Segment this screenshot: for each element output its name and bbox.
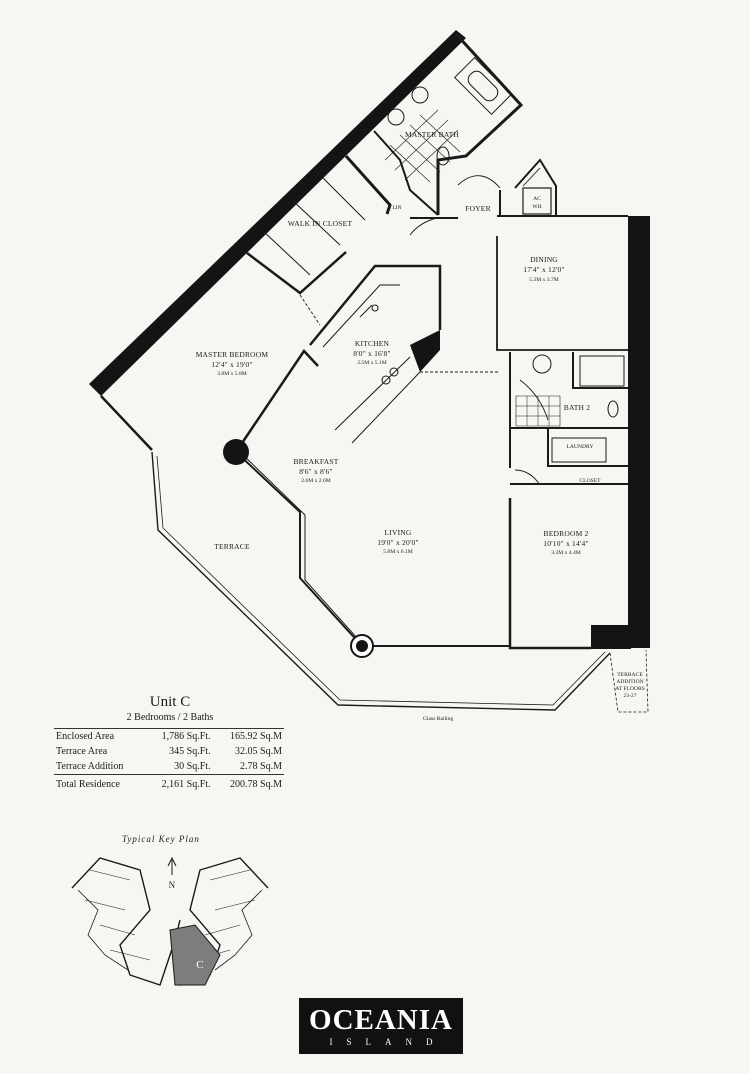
kitchen-metric: 2.5M x 5.1M [357, 360, 387, 366]
ac-wh-closet [522, 187, 552, 215]
table-row: Enclosed Area 1,786 Sq.Ft. 165.92 Sq.M [54, 728, 284, 744]
area-sqft: 30 Sq.Ft. [174, 761, 211, 772]
area-label: Terrace Addition [56, 761, 124, 772]
columns [223, 439, 374, 658]
area-table: Enclosed Area 1,786 Sq.Ft. 165.92 Sq.M T… [54, 728, 284, 792]
area-sqm: 32.05 Sq.M [235, 746, 282, 757]
area-sqft: 1,786 Sq.Ft. [145, 728, 213, 744]
living-dimensions: 19'0" x 20'0" [377, 538, 418, 547]
area-sqm: 165.92 Sq.M [212, 728, 284, 744]
terrace-addition-line-2: ADDITION [616, 679, 643, 685]
kitchen-label: KITCHEN [355, 339, 390, 348]
table-row: Terrace Area 345 Sq.Ft. 32.05 Sq.M [54, 744, 284, 759]
total-sqm: 200.78 Sq.M [212, 774, 284, 792]
oceania-island-logo: OCEANIA ISLAND [299, 998, 463, 1054]
breakfast-metric: 2.6M x 2.6M [301, 478, 331, 484]
glass-railing-label: Glass Railing [423, 716, 454, 722]
walk-in-closet-label: WALK IN CLOSET [288, 219, 353, 228]
total-sqft: 2,161 Sq.Ft. [145, 774, 213, 792]
terrace-railing [151, 451, 649, 713]
unit-subtitle: 2 Bedrooms / 2 Baths [126, 712, 214, 723]
door-swings [299, 167, 549, 486]
key-plan-north-label: N [169, 880, 176, 890]
exterior-walls [89, 30, 650, 649]
breakfast-dimensions: 8'6" x 8'6" [299, 467, 333, 476]
kitchen-dimensions: 8'0" x 16'8" [353, 349, 390, 358]
linen-label: LIN [392, 205, 401, 211]
key-plan-unit-marker: C [196, 959, 204, 971]
bedroom-2-dimensions: 10'10" x 14'4" [543, 539, 588, 548]
bedroom-2-label: BEDROOM 2 [544, 529, 589, 538]
logo-main-text: OCEANIA [309, 1004, 453, 1036]
area-label: Enclosed Area [54, 728, 146, 744]
logo-sub-text: ISLAND [329, 1037, 447, 1047]
ac-label: AC [533, 196, 541, 202]
area-sqft: 345 Sq.Ft. [169, 746, 211, 757]
master-bath-label: MASTER BATH [405, 130, 459, 139]
total-label: Total Residence [54, 774, 146, 792]
wh-label: WH [532, 204, 541, 210]
area-label: Terrace Area [56, 746, 108, 757]
terrace-addition-line-3: AT FLOORS [615, 686, 645, 692]
bath-2-label: BATH 2 [564, 403, 590, 412]
interior-walls [100, 32, 628, 650]
master-bedroom-label: MASTER BEDROOM [196, 350, 269, 359]
laundry-label: LAUNDRY [566, 444, 593, 450]
key-plan [71, 856, 269, 986]
dining-label: DINING [530, 255, 558, 264]
master-bedroom-metric: 3.8M x 5.8M [217, 371, 247, 377]
fixtures [359, 57, 625, 463]
foyer-label: FOYER [465, 204, 491, 213]
room-labels: MASTER BATH LIN WALK IN CLOSET FOYER AC … [196, 130, 645, 722]
terrace-addition-line-1: TERRACE [617, 672, 643, 678]
dining-metric: 5.3M x 3.7M [529, 277, 559, 283]
terrace-addition-line-4: 23-27 [623, 693, 636, 699]
key-plan-title: Typical Key Plan [122, 834, 200, 844]
area-sqm: 2.78 Sq.M [240, 761, 282, 772]
terrace-label: TERRACE [214, 542, 250, 551]
living-metric: 5.8M x 6.1M [383, 549, 413, 555]
living-label: LIVING [384, 528, 411, 537]
total-row: Total Residence 2,161 Sq.Ft. 200.78 Sq.M [54, 774, 284, 792]
master-bedroom-dimensions: 12'4" x 19'0" [211, 360, 252, 369]
bedroom-2-metric: 3.3M x 4.4M [551, 550, 581, 556]
dining-dimensions: 17'4" x 12'0" [523, 265, 564, 274]
unit-title: Unit C [149, 694, 191, 710]
unit-summary: Unit C 2 Bedrooms / 2 Baths Enclosed Are… [54, 694, 286, 792]
closet-label: CLOSET [579, 478, 601, 484]
breakfast-label: BREAKFAST [293, 457, 338, 466]
table-row: Terrace Addition 30 Sq.Ft. 2.78 Sq.M [54, 759, 284, 775]
